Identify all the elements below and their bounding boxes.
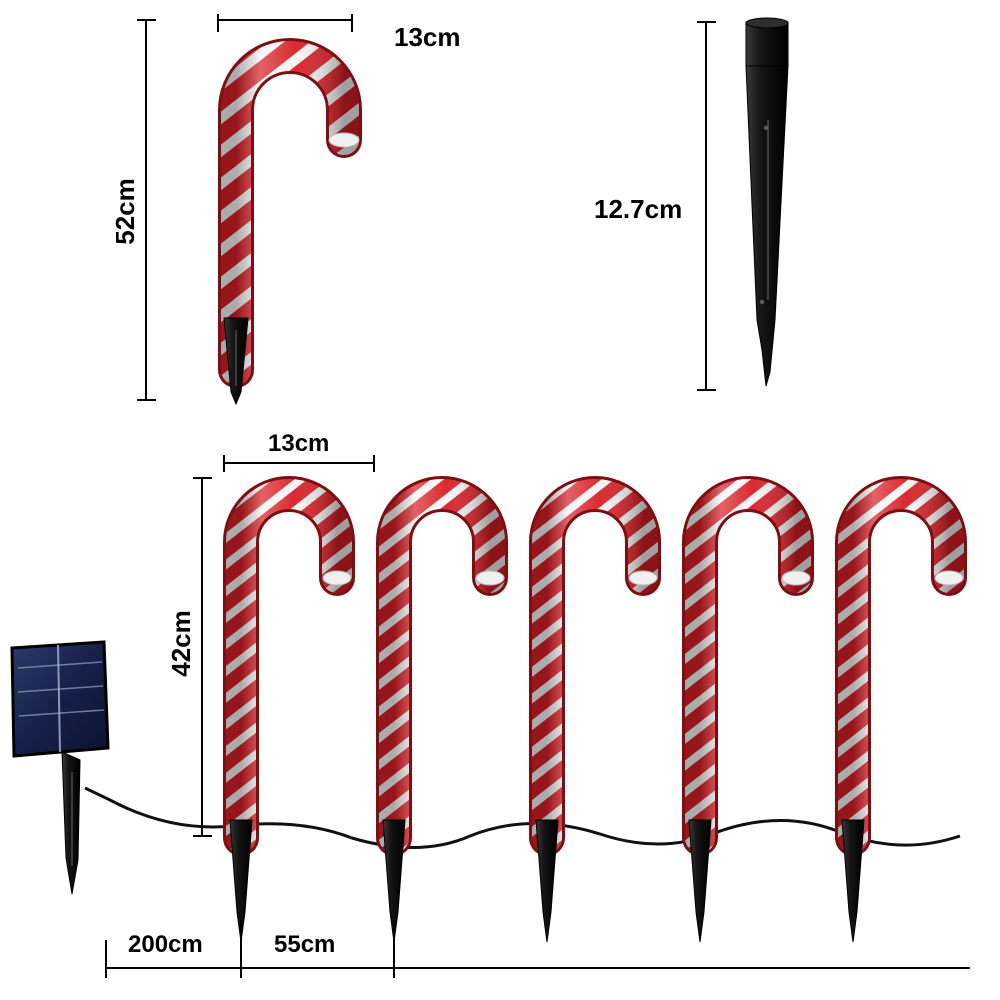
ground-stake-figure [697, 17, 789, 391]
ground-stake-single [223, 317, 249, 406]
label-set-cane-height: 42cm [165, 610, 196, 677]
stake-length-dimension [697, 21, 716, 391]
label-single-cane-width: 13cm [394, 22, 461, 52]
label-stake-length: 12.7cm [594, 194, 683, 224]
set-cane-width-dimension [223, 455, 375, 472]
set-cane-height-dimension [193, 477, 212, 837]
label-lead-wire-length: 200cm [128, 931, 203, 958]
solar-panel [10, 640, 110, 895]
single-cane-width-dimension [217, 14, 353, 32]
single-cane-height-dimension [137, 19, 156, 401]
label-cane-spacing: 55cm [274, 931, 336, 958]
connection-wire [84, 786, 961, 849]
label-set-cane-width: 13cm [268, 430, 330, 457]
candy-cane-row-item-1 [223, 476, 355, 943]
ground-stake [745, 17, 789, 387]
candy-cane-row-item-5 [835, 476, 967, 943]
candy-cane-row-figure [10, 455, 970, 978]
single-candy-cane-figure [137, 14, 362, 406]
candy-cane-row-item-2 [376, 476, 508, 943]
candy-cane-marker [218, 38, 362, 388]
bottom-dimension-lines [105, 920, 970, 978]
candy-cane-row-item-3 [529, 476, 661, 943]
candy-cane-row-item-4 [682, 476, 814, 943]
label-single-cane-height: 52cm [109, 178, 140, 245]
